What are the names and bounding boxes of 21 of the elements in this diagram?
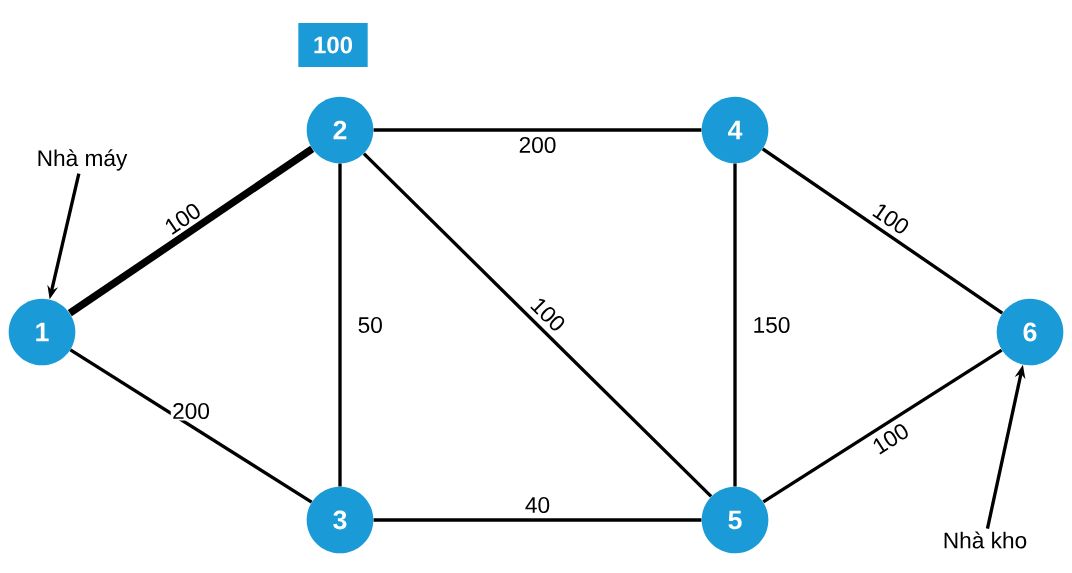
connector-line bbox=[373, 128, 702, 132]
connector-line bbox=[761, 147, 1004, 315]
edge-label: 100 bbox=[530, 298, 565, 331]
edge-label: 150 bbox=[754, 316, 790, 334]
edge-label: 40 bbox=[525, 497, 550, 514]
edge-label: 50 bbox=[358, 316, 382, 334]
connector-line bbox=[67, 145, 315, 317]
connector-line bbox=[362, 152, 713, 498]
edge-label: 100 bbox=[873, 424, 908, 455]
caption-text: Nhà máy bbox=[38, 149, 128, 171]
connector-line bbox=[338, 163, 342, 487]
connector-line bbox=[373, 518, 702, 522]
connector-line bbox=[733, 163, 737, 487]
caption-text: Nhà kho bbox=[944, 531, 1027, 549]
edge-label: 100 bbox=[872, 204, 909, 234]
connector-line bbox=[762, 348, 1003, 504]
value-box: 100 bbox=[298, 23, 368, 67]
edge-label: 200 bbox=[173, 403, 210, 420]
connector-line bbox=[69, 348, 313, 504]
edge-label: 100 bbox=[165, 203, 200, 235]
edge-label: 200 bbox=[519, 136, 556, 153]
